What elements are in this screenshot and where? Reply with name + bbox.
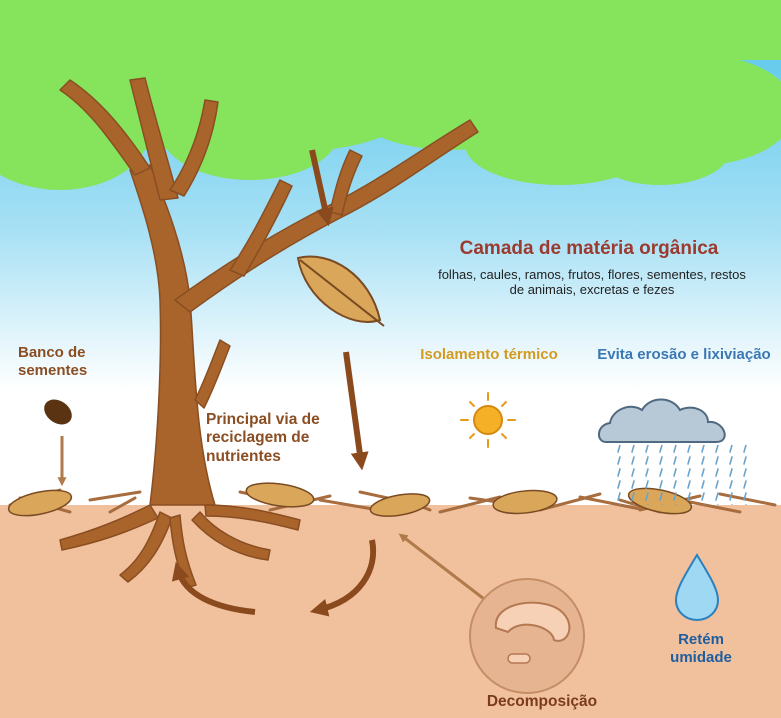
erosion-label: Evita erosão e lixiviação — [597, 346, 771, 363]
tree-canopy — [0, 0, 781, 190]
water-drop-icon — [674, 553, 720, 622]
decomposition-label: Decomposição — [486, 693, 598, 710]
diagram-subtitle: folhas, caules, ramos, frutos, flores, s… — [438, 267, 746, 298]
cycle-arrow-left — [171, 561, 256, 615]
decomposition-arrow — [398, 533, 489, 604]
seed-bank-label: Banco de sementes — [18, 344, 88, 379]
sun-icon — [460, 392, 516, 448]
rain-cloud-icon — [598, 398, 752, 505]
moisture-label: Retém umidade — [670, 631, 732, 666]
seed-icon — [44, 399, 72, 425]
soil — [0, 505, 781, 718]
decomposition-circle — [469, 578, 585, 694]
cycle-arrow-right — [309, 539, 377, 617]
nutrient-recycling-label: Principal via de reciclagem de nutriente… — [206, 411, 320, 465]
falling-leaf-icon — [296, 255, 385, 327]
leaf-fall-arrow-1 — [309, 149, 334, 227]
diagram-title: Camada de matéria orgânica — [459, 238, 719, 259]
leaf-fall-arrow-2 — [343, 351, 369, 471]
small-larva — [507, 653, 531, 664]
thermal-insulation-label: Isolamento térmico — [420, 346, 558, 363]
larva-icon — [494, 601, 571, 642]
